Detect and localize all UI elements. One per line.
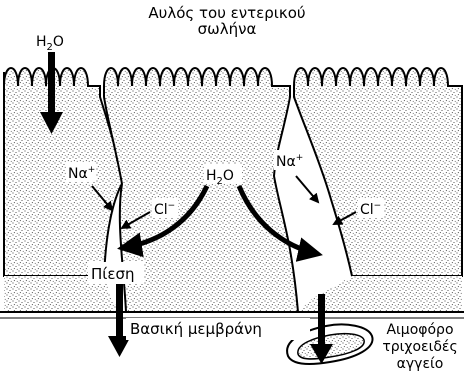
svg-text:τριχοειδές: τριχοειδές bbox=[382, 339, 457, 355]
water-label-top: H2O bbox=[34, 30, 70, 53]
svg-text:Αιμοφόρο: Αιμοφόρο bbox=[386, 322, 453, 338]
svg-text:αγγείο: αγγείο bbox=[397, 356, 444, 372]
sodium-label-right: Να+ bbox=[274, 150, 304, 170]
chloride-label-right: Cl− bbox=[358, 198, 384, 218]
svg-text:Βασική μεμβράνη: Βασική μεμβράνη bbox=[130, 320, 262, 338]
cell-right bbox=[294, 68, 462, 276]
water-label-center: H2O bbox=[204, 164, 242, 187]
lumen-label-line2: σωλήνα bbox=[198, 20, 257, 38]
sodium-arrow-right bbox=[296, 176, 318, 202]
basal-membrane-label: Βασική μεμβράνη bbox=[126, 318, 310, 340]
chloride-label-left: Cl− bbox=[152, 198, 178, 218]
sodium-label-left: Να+ bbox=[66, 162, 96, 182]
capillary-label: Αιμοφόρο τριχοειδές αγγείο bbox=[382, 322, 457, 372]
pressure-label: Πίεση bbox=[88, 262, 144, 284]
svg-text:Πίεση: Πίεση bbox=[91, 265, 134, 283]
